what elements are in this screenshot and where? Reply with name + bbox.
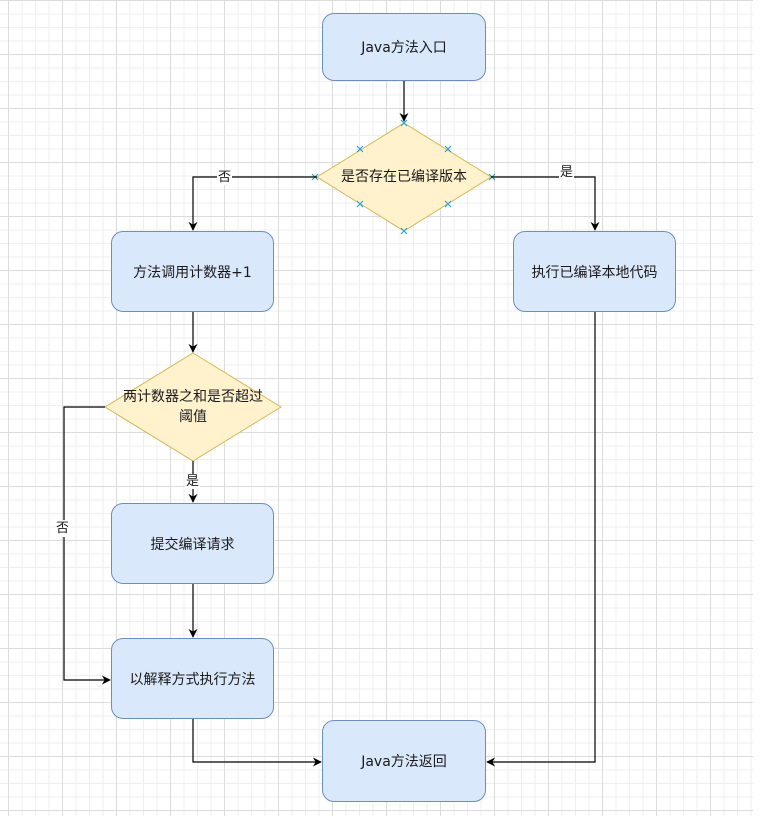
node-label: 执行已编译本地代码: [531, 264, 658, 281]
edge-interpret-to-return[interactable]: [192, 719, 322, 767]
node-submit-compile-request[interactable]: 提交编译请求: [111, 503, 274, 584]
edge-has-compiled-no[interactable]: [188, 176, 317, 231]
edge-threshold-no[interactable]: [63, 406, 111, 685]
edge-native-to-return[interactable]: [486, 312, 596, 767]
node-label: 提交编译请求: [150, 536, 235, 553]
edge-has-compiled-yes[interactable]: [491, 176, 600, 231]
node-label-line1: 两计数器之和是否超过: [123, 389, 263, 405]
edge-label-no-top: 否: [217, 170, 233, 185]
node-label: Java方法入口: [361, 40, 447, 56]
node-label: 方法调用计数器+1: [133, 264, 252, 281]
node-run-native-code[interactable]: 执行已编译本地代码: [513, 231, 676, 312]
edge-label-yes-threshold: 是: [185, 474, 201, 489]
node-label: 以解释方式执行方法: [129, 671, 256, 688]
node-label: 是否存在已编译版本: [341, 169, 467, 185]
node-label-line2: 阈值: [179, 409, 207, 425]
edge-label-yes-top: 是: [559, 165, 575, 180]
decision-label-has-compiled: 是否存在已编译版本: [317, 165, 491, 189]
decision-label-threshold: 两计数器之和是否超过 阈值: [105, 387, 281, 427]
edge-label-no-threshold: 否: [56, 520, 70, 537]
node-java-method-return[interactable]: Java方法返回: [322, 720, 486, 802]
node-label: Java方法返回: [361, 754, 447, 770]
node-increment-counter[interactable]: 方法调用计数器+1: [111, 231, 274, 312]
node-interpret-method[interactable]: 以解释方式执行方法: [111, 638, 274, 719]
node-java-method-entry[interactable]: Java方法入口: [322, 13, 486, 81]
